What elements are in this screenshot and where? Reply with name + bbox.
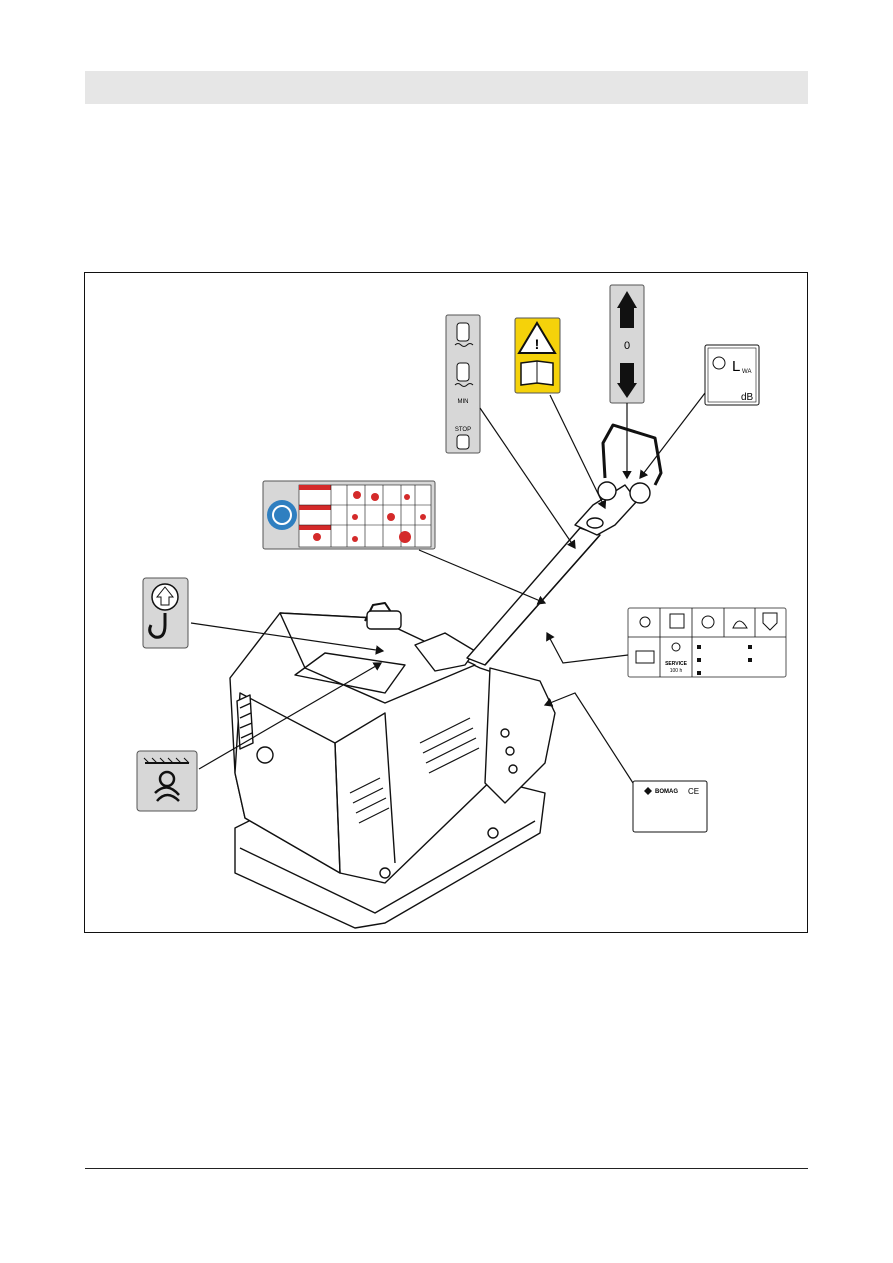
sound-power-decal: L WA dB — [705, 345, 759, 405]
mandatory-sign-icon — [267, 500, 297, 530]
decal-overview-illustration: MIN STOP ! 0 L WA dB — [85, 273, 807, 932]
plate-ce-mark-text: CE — [688, 787, 699, 796]
db-unit-text: dB — [741, 392, 754, 403]
figure-frame: MIN STOP ! 0 L WA dB — [84, 272, 808, 933]
read-manual-warning-decal: ! — [515, 318, 560, 393]
footer-rule — [85, 1168, 808, 1169]
lwa-subscript-text: WA — [742, 369, 751, 375]
travel-direction-decal: 0 — [610, 285, 644, 403]
section-header-bar — [85, 71, 808, 104]
service-title-text: SERVICE — [665, 661, 688, 667]
operation-instructions-decal — [263, 481, 435, 549]
service-interval-text: 100 h — [670, 668, 683, 674]
maintenance-decal: SERVICE 100 h — [628, 608, 786, 677]
direction-zero-text: 0 — [624, 340, 630, 352]
lashing-point-decal — [137, 751, 197, 811]
speed-min-text: MIN — [458, 399, 469, 405]
warning-exclamation-icon: ! — [535, 336, 540, 352]
plate-brand-text: BOMAG — [655, 789, 678, 795]
speed-stop-text: STOP — [455, 427, 471, 433]
type-plate-decal: BOMAG CE — [633, 781, 707, 832]
lifting-point-decal — [143, 578, 188, 648]
speed-control-decal: MIN STOP — [446, 315, 480, 453]
lwa-symbol-text: L — [732, 358, 740, 375]
